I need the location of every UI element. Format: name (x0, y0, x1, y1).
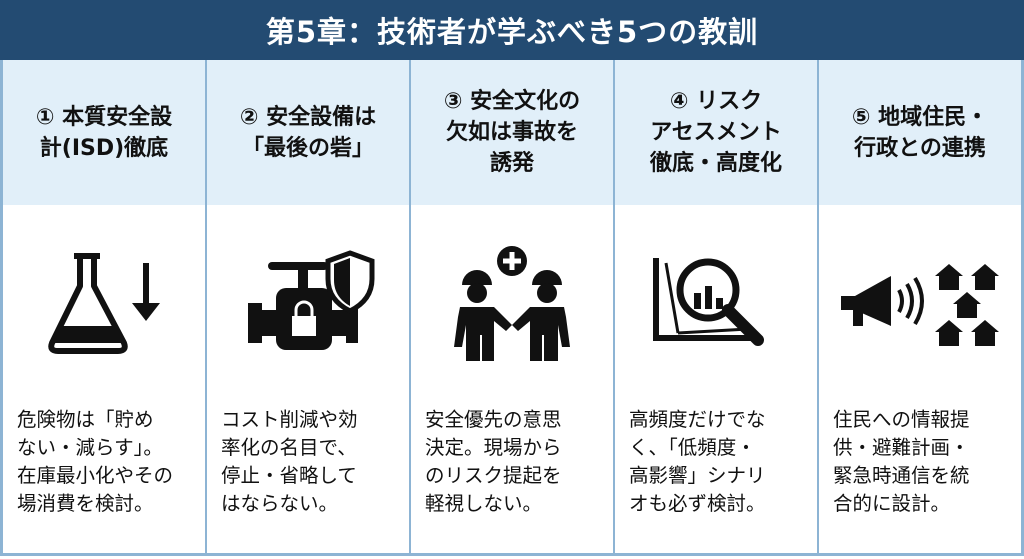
lesson-heading: ④ リスク アセスメント 徹底・高度化 (615, 60, 817, 205)
flask-down-arrow-icon (48, 252, 160, 354)
lesson-3: ③ 安全文化の 欠如は事故を 誘発 安全優先の意思 決定。現場から のリスク提起… (411, 60, 615, 553)
lesson-body: コスト削減や効 率化の名目で、 停止・省略して はならない。 (221, 408, 358, 515)
lesson-body: 高頻度だけでな く、「低頻度・ 高影響」シナリ オも必ず検討。 (629, 408, 766, 515)
lesson-heading: ③ 安全文化の 欠如は事故を 誘発 (411, 60, 613, 205)
valve-lock-shield-icon (248, 249, 375, 350)
lesson-2: ② 安全設備は 「最後の砦」 コスト削減や効 率化の名目で、 停止・省略して は… (207, 60, 411, 553)
magnifier-chart-icon (653, 257, 764, 346)
lesson-1: ① 本質安全設 計(ISD)徹底 危険物は「貯め ない・減らす」。 在庫最小化や… (3, 60, 207, 553)
lesson-heading: ① 本質安全設 計(ISD)徹底 (3, 60, 205, 205)
lesson-body: 住民への情報提 供・避難計画・ 緊急時通信を統 合的に設計。 (833, 408, 970, 515)
lesson-5: ⑤ 地域住民・ 行政との連携 住民への情報提 供・避難計画・ 緊急時通信を統 合… (819, 60, 1021, 553)
page-title: 第5章：技術者が学ぶべき5つの教訓 (0, 0, 1024, 60)
lesson-heading: ⑤ 地域住民・ 行政との連携 (819, 60, 1021, 205)
lessons-grid: ① 本質安全設 計(ISD)徹底 危険物は「貯め ない・減らす」。 在庫最小化や… (0, 60, 1024, 556)
lesson-body: 危険物は「貯め ない・減らす」。 在庫最小化やその 場消費を検討。 (17, 408, 174, 515)
workers-handshake-icon (454, 245, 570, 361)
megaphone-houses-icon (841, 263, 999, 346)
lesson-heading: ② 安全設備は 「最後の砦」 (207, 60, 409, 205)
lesson-4: ④ リスク アセスメント 徹底・高度化 高頻度だけでな く、「低頻度・ 高影響」… (615, 60, 819, 553)
lesson-body: 安全優先の意思 決定。現場から のリスク提起を 軽視しない。 (425, 408, 562, 515)
